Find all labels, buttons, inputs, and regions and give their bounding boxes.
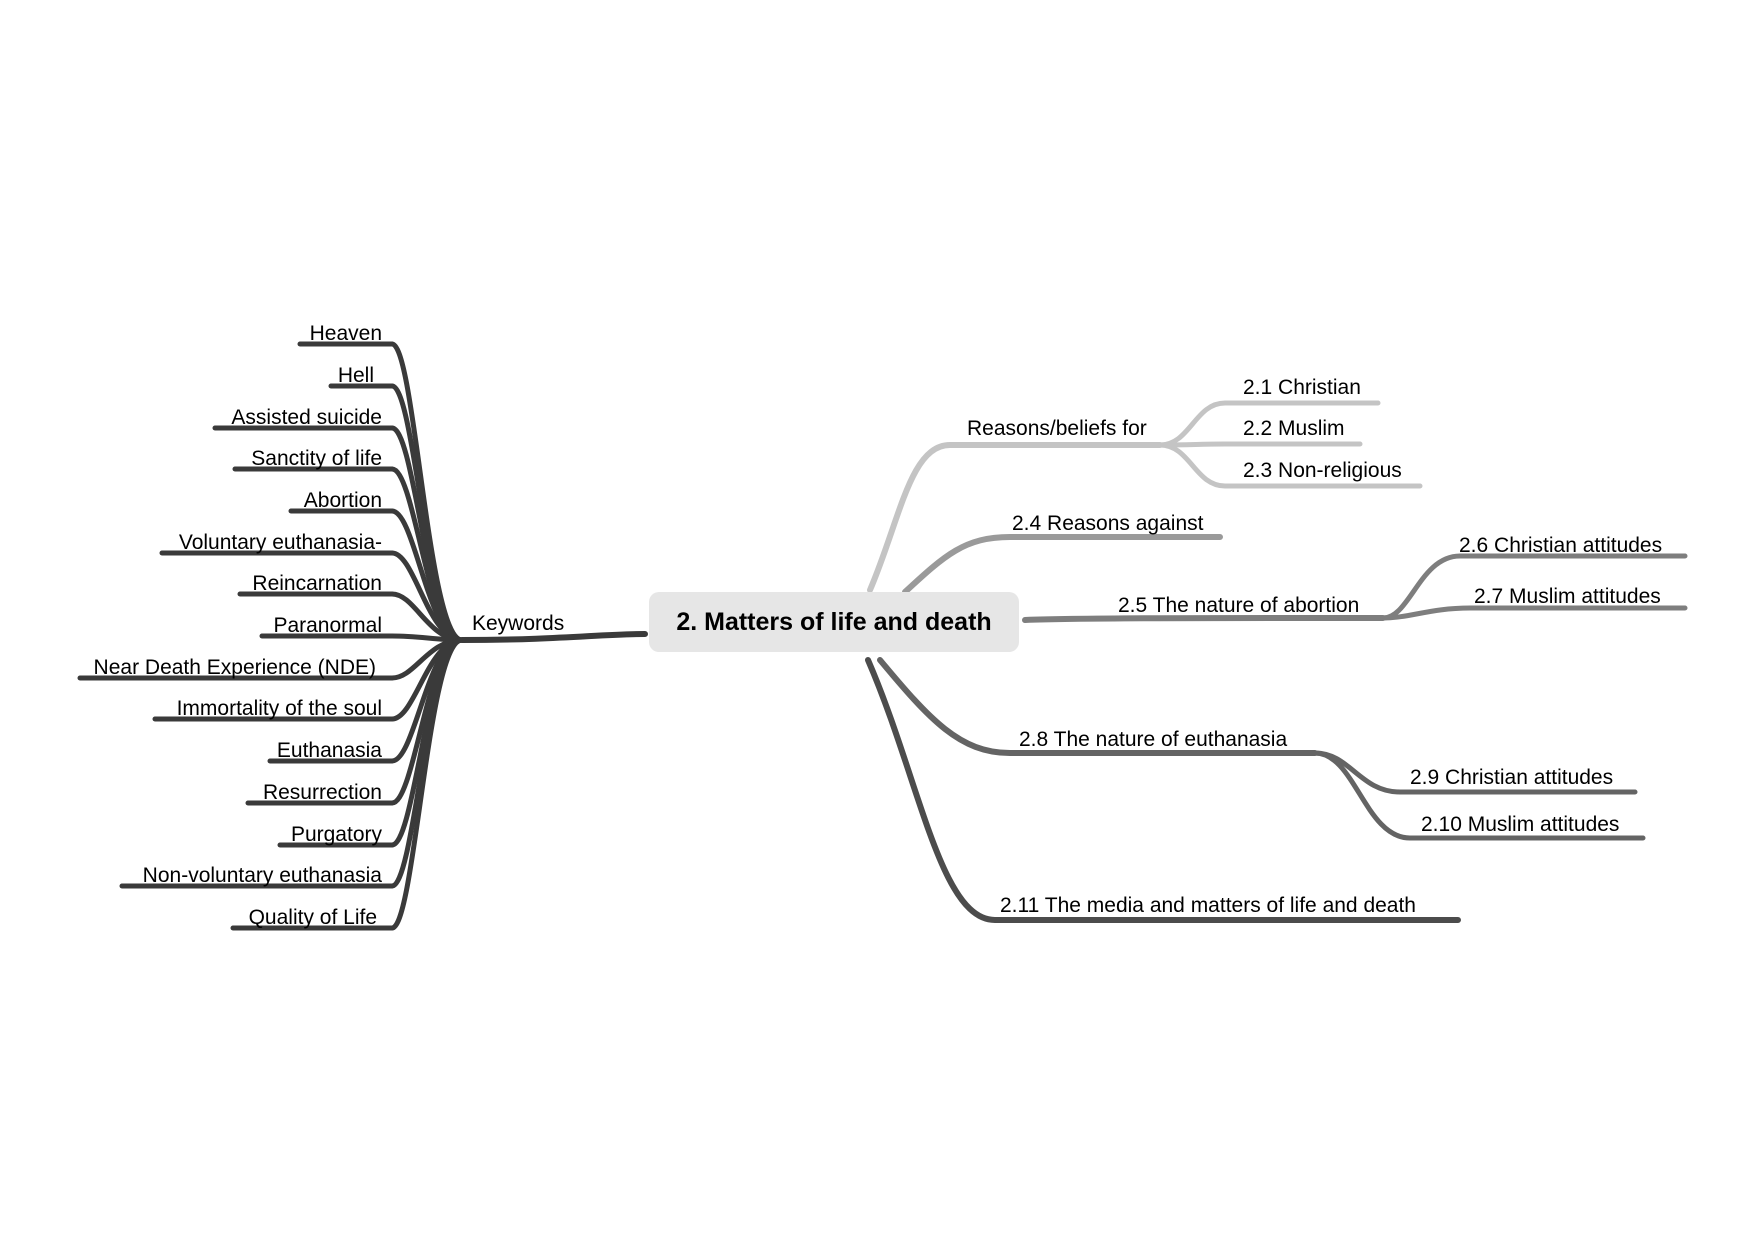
abortion-branch bbox=[1022, 553, 1688, 623]
euthanasia-child-label: 2.9 Christian attitudes bbox=[1410, 766, 1613, 789]
reasons-for-child-label: 2.1 Christian bbox=[1243, 376, 1361, 399]
keyword-label: Hell bbox=[338, 364, 374, 387]
media-label: 2.11 The media and matters of life and d… bbox=[1000, 894, 1416, 917]
reasons-for-child-label: 2.2 Muslim bbox=[1243, 417, 1345, 440]
keyword-labels: Heaven Hell Assisted suicide Sanctity of… bbox=[94, 322, 383, 929]
keyword-label: Paranormal bbox=[273, 614, 382, 637]
central-topic[interactable]: 2. Matters of life and death bbox=[649, 592, 1019, 652]
keyword-label: Quality of Life bbox=[249, 906, 377, 929]
abortion-child-label: 2.6 Christian attitudes bbox=[1459, 534, 1662, 557]
euthanasia-label: 2.8 The nature of euthanasia bbox=[1019, 728, 1287, 751]
keyword-label: Near Death Experience (NDE) bbox=[94, 656, 376, 679]
abortion-connector bbox=[1022, 615, 1386, 623]
keyword-label: Sanctity of life bbox=[251, 447, 382, 470]
euthanasia-child-label: 2.10 Muslim attitudes bbox=[1421, 813, 1619, 836]
keyword-label: Heaven bbox=[310, 322, 382, 345]
keyword-label: Voluntary euthanasia- bbox=[179, 531, 382, 554]
reasons-for-branch bbox=[867, 400, 1423, 593]
keyword-label: Purgatory bbox=[291, 823, 383, 846]
reasons-against-branch bbox=[902, 534, 1223, 595]
keywords-branch bbox=[77, 341, 648, 931]
euthanasia-connector bbox=[877, 657, 1318, 756]
keyword-label: Resurrection bbox=[263, 781, 382, 804]
keywords-label: Keywords bbox=[472, 612, 564, 635]
euthanasia-child-connector bbox=[1312, 750, 1646, 841]
reasons-against-connector bbox=[902, 534, 1223, 595]
abortion-label: 2.5 The nature of abortion bbox=[1118, 594, 1359, 617]
abortion-child-connector bbox=[1380, 605, 1688, 621]
reasons-against-label: 2.4 Reasons against bbox=[1012, 512, 1204, 535]
keyword-connector bbox=[389, 637, 465, 931]
euthanasia-branch bbox=[877, 657, 1646, 841]
keyword-label: Reincarnation bbox=[252, 572, 382, 595]
keywords-trunk-connector bbox=[459, 631, 648, 643]
keyword-label: Euthanasia bbox=[277, 739, 382, 762]
keyword-label: Non-voluntary euthanasia bbox=[143, 864, 383, 887]
keyword-label: Assisted suicide bbox=[231, 406, 382, 429]
reasons-for-label: Reasons/beliefs for bbox=[967, 417, 1147, 440]
abortion-child-label: 2.7 Muslim attitudes bbox=[1474, 585, 1661, 608]
keyword-label: Immortality of the soul bbox=[177, 697, 382, 720]
media-connector bbox=[865, 657, 1461, 923]
media-branch bbox=[865, 657, 1461, 923]
reasons-for-child-connector bbox=[1157, 442, 1423, 489]
reasons-for-child-label: 2.3 Non-religious bbox=[1243, 459, 1402, 482]
reasons-for-child-connector bbox=[1157, 441, 1363, 448]
central-topic-title: 2. Matters of life and death bbox=[676, 607, 992, 636]
reasons-for-connector bbox=[867, 442, 1163, 593]
keyword-label: Abortion bbox=[304, 489, 382, 512]
